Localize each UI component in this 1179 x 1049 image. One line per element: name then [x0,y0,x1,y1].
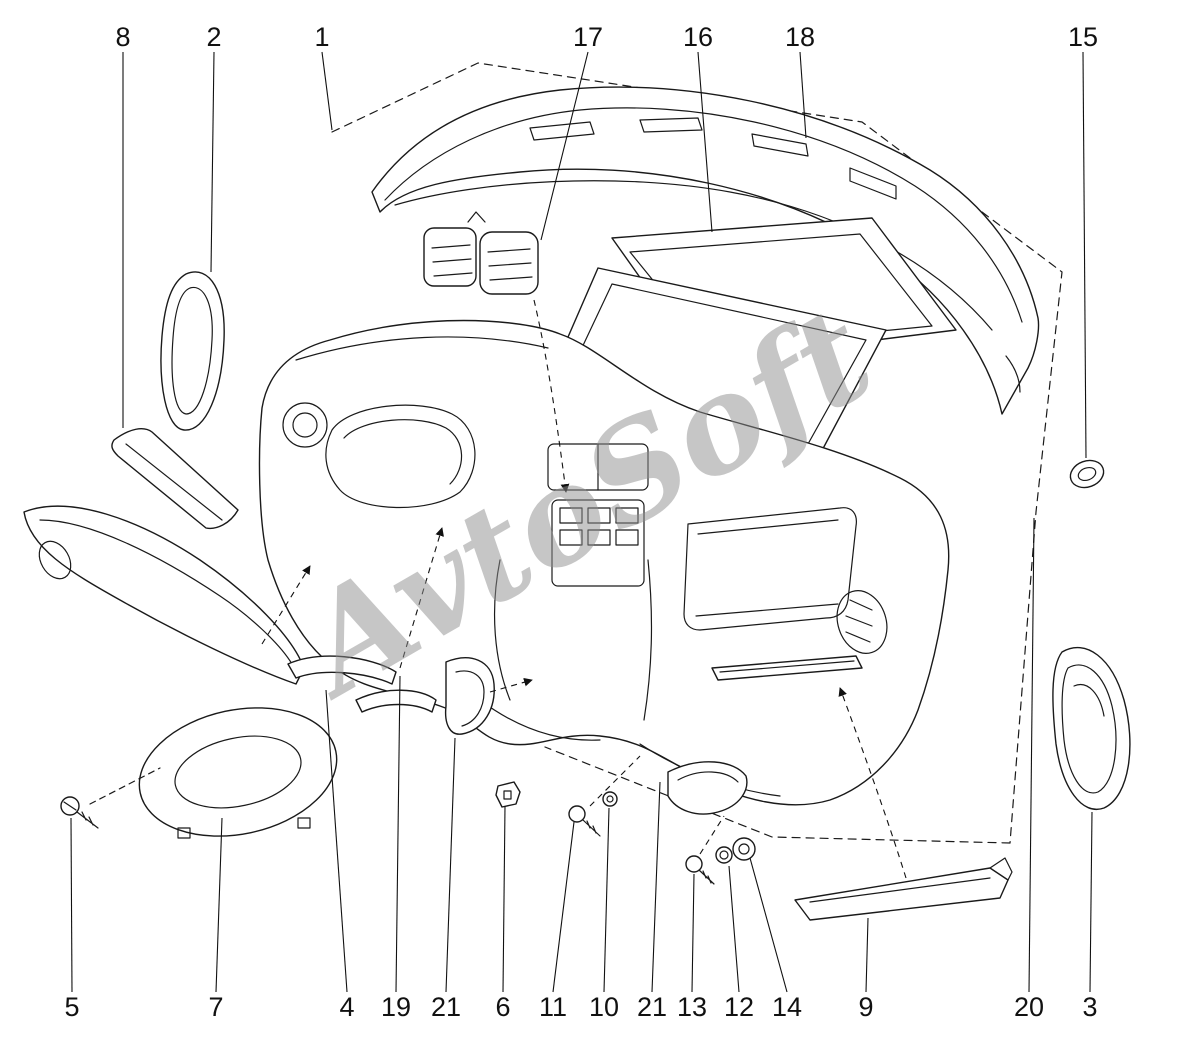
part-lower-center-trim [667,761,748,815]
callout-5: 5 [64,992,80,1022]
callout-14: 14 [771,992,803,1022]
part-clip-6 [495,781,521,808]
callout-15: 15 [1067,22,1099,52]
callout-4: 4 [339,992,355,1022]
callout-18: 18 [784,22,816,52]
part-screw-5 [60,796,99,829]
part-lower-slat-b [355,689,437,713]
part-screw-11 [568,805,601,837]
callout-1: 1 [314,22,330,52]
callout-9: 9 [858,992,874,1022]
callout-16: 16 [682,22,714,52]
callout-13: 13 [676,992,708,1022]
part-instrument-panel-body [258,319,950,806]
callout-11: 11 [538,992,568,1022]
assembly-direction-arrows [261,299,907,879]
part-cluster-visor [89,707,338,839]
part-washers-12 [715,837,756,864]
part-lower-right-strip [794,857,1013,921]
part-ball-stud-10 [602,791,618,807]
callout-12: 12 [723,992,755,1022]
part-lower-bracket-panel [444,657,495,735]
callout-8: 8 [115,22,131,52]
callout-19: 19 [380,992,412,1022]
callout-3: 3 [1082,992,1098,1022]
callout-6: 6 [495,992,511,1022]
part-grommet [1069,459,1105,489]
part-center-air-vents [423,211,539,295]
part-left-trim-strip [111,428,239,530]
part-screw-13 [685,855,715,885]
part-lower-slat-a [287,655,397,685]
callout-7: 7 [208,992,224,1022]
part-left-end-cap [160,271,225,431]
callout-2: 2 [206,22,222,52]
callout-17: 17 [572,22,604,52]
leader-lines-bottom [70,517,1093,993]
callout-10: 10 [588,992,620,1022]
part-console-side-trim [23,505,305,685]
callout-20: 20 [1013,992,1045,1022]
leader-lines-top [122,51,1087,459]
callout-21b: 21 [636,992,668,1022]
callout-21a: 21 [430,992,462,1022]
part-right-end-cap [1052,646,1131,811]
